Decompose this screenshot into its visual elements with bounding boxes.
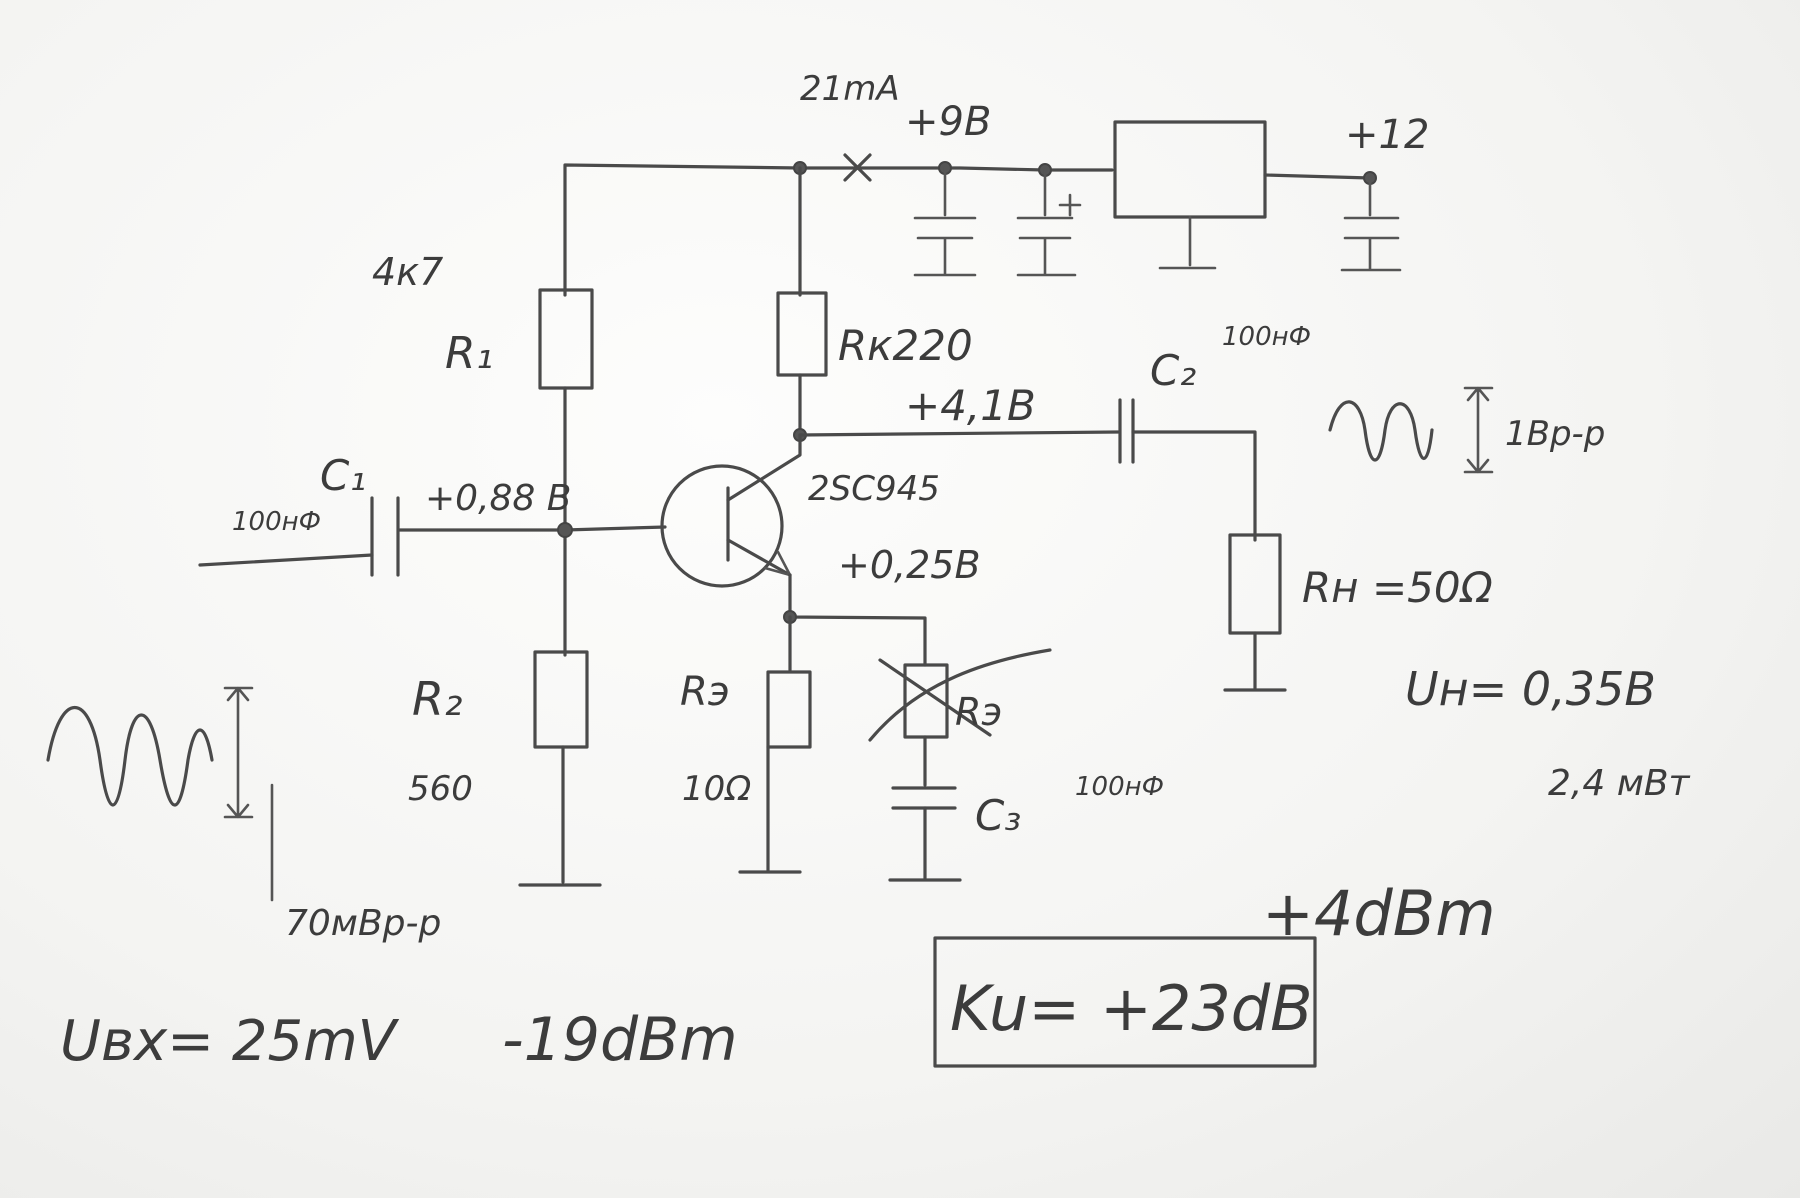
resistor-re (766, 670, 812, 749)
load-power-label: 2,4 мВт (1548, 763, 1691, 804)
regulator-ground (1158, 215, 1217, 270)
input-sine-wave (46, 705, 214, 807)
collector-voltage-label: +4,1В (905, 381, 1036, 430)
base-voltage-label: +0,88 В (425, 478, 571, 519)
resistor-r2 (533, 650, 589, 749)
capacitor-c1 (370, 496, 400, 577)
rail-cross-mark (843, 153, 872, 182)
load-ground (1223, 631, 1287, 692)
collector-output-wire (798, 430, 1120, 437)
r2-name-label: R₂ (412, 672, 462, 726)
output-dbm-label: +4dBm (1262, 877, 1496, 950)
gain-label: Ku= +23dB (950, 972, 1313, 1045)
capacitor-c2 (1118, 398, 1135, 464)
output-wire (1131, 430, 1257, 542)
rk-label: Rк220 (838, 321, 973, 370)
cross-out-strokes (868, 648, 1052, 742)
input-amplitude-label: 70мВр-р (285, 903, 441, 944)
re-value-label: 10Ω (682, 769, 751, 809)
voltage-regulator (1113, 120, 1267, 219)
c2-value-label: 100нФ (1222, 322, 1311, 352)
re2-crossed-label: Rэ (955, 690, 1002, 734)
r2-value-label: 560 (408, 769, 473, 809)
resistor-rk (776, 291, 828, 377)
current-label: 21mA (800, 69, 900, 109)
output-amplitude-label: 1Вр-р (1505, 414, 1605, 454)
transistor-label: 2SC945 (808, 469, 940, 509)
base-wire (398, 525, 667, 532)
c3-value-label: 100нФ (1075, 772, 1164, 802)
resistor-load (1228, 533, 1282, 635)
decoupling-capacitor (913, 166, 977, 277)
r1-name-label: R₁ (445, 328, 493, 379)
input-amplitude-marker (223, 686, 254, 819)
supply-12v-label: +12 (1345, 112, 1429, 158)
load-resistor-label: Rн =50Ω (1302, 563, 1493, 612)
input-capacitor (1340, 176, 1402, 272)
capacitor-c3 (888, 786, 962, 882)
resistor-r1 (538, 288, 594, 390)
input-wire (198, 553, 374, 567)
gain-box (933, 936, 1317, 1068)
c3-name-label: C₃ (975, 791, 1021, 840)
r1-value-label: 4к7 (372, 250, 443, 294)
r2-ground (518, 745, 602, 887)
load-voltage-label: Uн= 0,35В (1405, 662, 1656, 716)
c1-value-label: 100нФ (232, 507, 321, 537)
emitter-voltage-label: +0,25В (838, 543, 981, 587)
re-name-label: Rэ (680, 669, 730, 715)
input-dbm-label: -19dBm (502, 1005, 738, 1075)
output-amplitude-marker (1463, 386, 1494, 474)
input-voltage-label: Uвх= 25mV (60, 1009, 400, 1074)
emitter-wire (788, 573, 927, 667)
re-ground (738, 745, 802, 874)
transistor-2sc945 (660, 433, 802, 588)
c2-name-label: C₂ (1150, 346, 1196, 395)
supply-9v-label: +9В (905, 99, 991, 145)
supply-rail (563, 163, 1114, 292)
output-sine-wave (1328, 400, 1434, 462)
input-rail-12v (1263, 173, 1372, 180)
c1-name-label: C₁ (320, 451, 366, 500)
base-node (557, 522, 573, 538)
electrolytic-capacitor (1016, 168, 1082, 277)
